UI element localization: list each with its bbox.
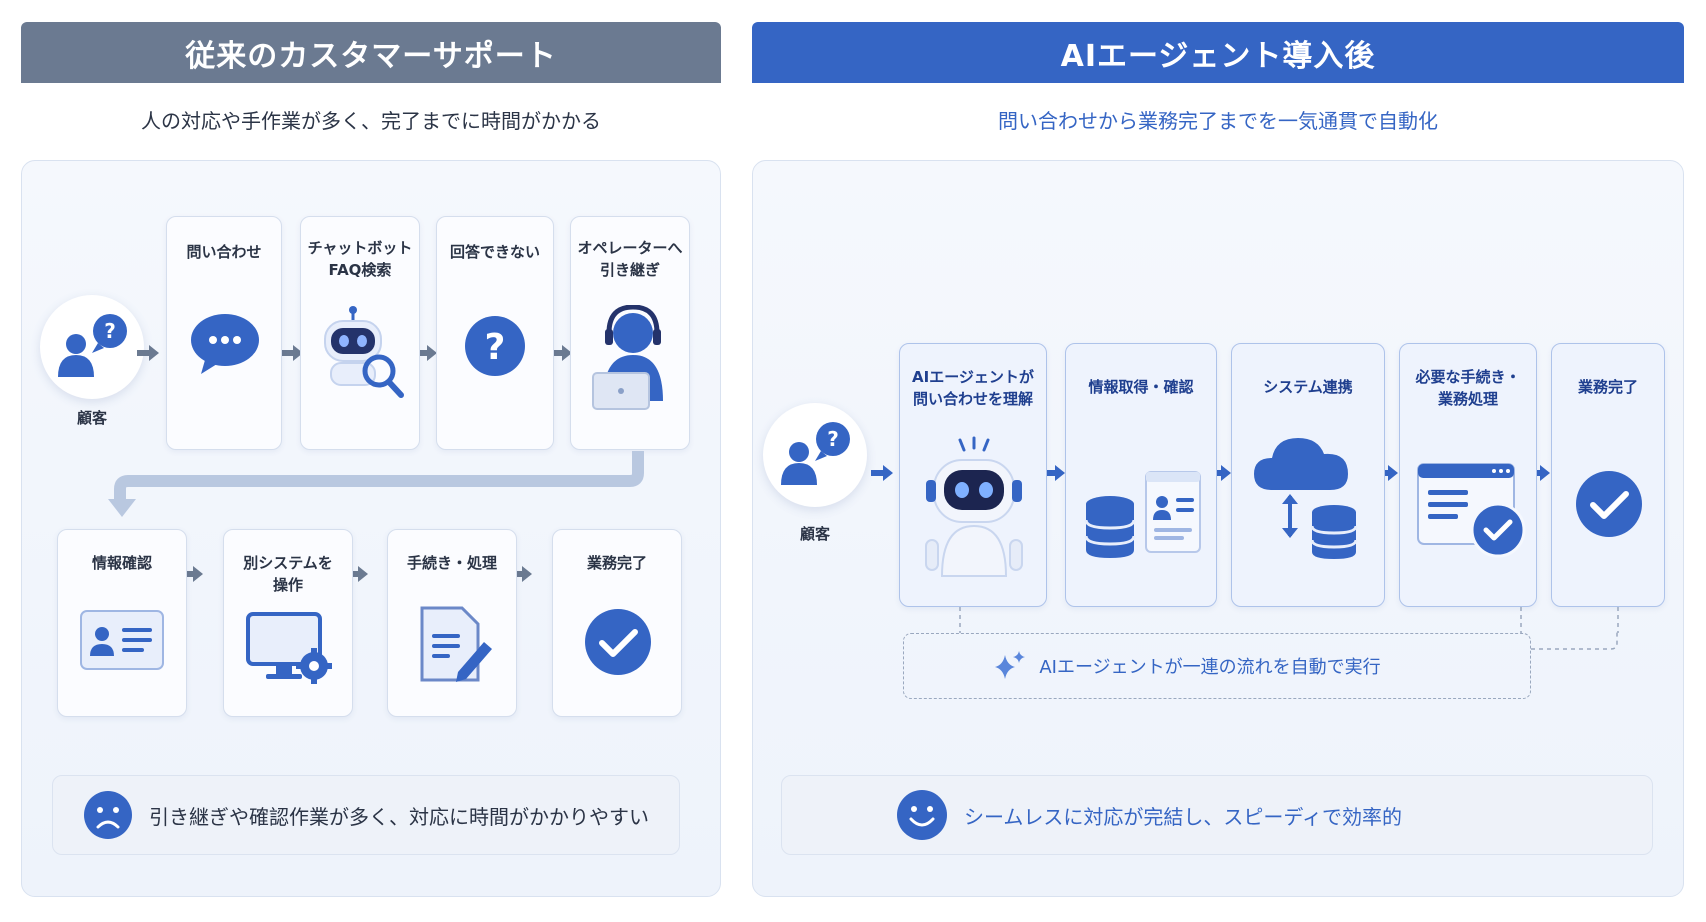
dashed-connector-line [1531,631,1618,650]
ai-flow-text: AIエージェントが一連の流れを自動で実行 [1039,657,1381,678]
right-note-text: シームレスに対応が完結し、スピーディで効率的 [964,804,1402,829]
step-procedure-card: 手続き・処理 [387,529,517,717]
cloud-database-icon [1254,438,1358,559]
arrow-right-icon [1376,465,1398,481]
chatbot-search-icon [324,306,404,398]
sparkle-icon [995,651,1026,679]
monitor-gear-icon [246,612,332,684]
step-procedure-processing-card: 必要な手続き・ 業務処理 [1399,343,1537,607]
svg-text:?: ? [104,319,116,343]
right-customer-label: 顧客 [799,525,830,543]
customer-question-icon: ? [58,314,127,377]
customer-avatar: ? [40,295,144,399]
arrow-right-icon [1528,465,1550,481]
left-subtitle: 人の対応や手作業が多く、完了までに時間がかかる [141,109,601,133]
check-circle-icon [1576,471,1642,537]
step-label: AIエージェントが 問い合わせを理解 [912,368,1034,408]
right-note: シームレスに対応が完結し、スピーディで効率的 [781,775,1653,855]
step-label: オペレーターへ 引き継ぎ [577,239,683,279]
right-header: AIエージェント導入後 [752,22,1684,83]
step-complete-card: 業務完了 [552,529,682,717]
step-system-link-card: システム連携 [1231,343,1385,607]
step-info-check-card: 情報確認 [57,529,187,717]
step-business-complete-card: 業務完了 [1551,343,1665,607]
document-edit-icon [420,606,492,682]
left-title: 従来のカスタマーサポート [185,38,557,74]
arrow-right-icon [1043,465,1065,481]
step-label: 業務完了 [1577,378,1638,396]
step-label: 回答できない [449,243,540,261]
step-label: 情報確認 [91,554,152,572]
arrow-right-icon [871,465,893,481]
arrow-right-icon [346,566,368,582]
step-label: 問い合わせ [186,243,262,261]
left-note: 引き継ぎや確認作業が多く、対応に時間がかかりやすい [52,775,680,855]
step-label: 別システムを 操作 [243,554,333,594]
arrow-right-icon [510,566,532,582]
right-subtitle: 問い合わせから業務完了までを一気通貫で自動化 [998,109,1438,133]
svg-text:?: ? [827,427,839,451]
arrow-right-icon [1209,465,1231,481]
smile-face-icon [897,790,947,840]
database-profile-icon [1084,471,1201,558]
right-title: AIエージェント導入後 [1060,38,1376,74]
left-customer-label: 顧客 [76,409,107,427]
window-check-icon [1417,463,1526,558]
left-note-text: 引き継ぎや確認作業が多く、対応に時間がかかりやすい [149,804,649,829]
customer-question-icon: ? [781,422,850,485]
step-other-system-card: 別システムを 操作 [223,529,353,717]
left-header: 従来のカスタマーサポート [21,22,721,83]
step-label: 必要な手続き・ 業務処理 [1415,368,1521,408]
step-operator-card: オペレーターへ 引き継ぎ [570,216,690,450]
sad-face-icon [84,791,132,839]
step-cannot-answer-card: 回答できない ? [436,216,554,450]
question-icon: ? [465,316,525,376]
step-inquiry-card: 問い合わせ [166,216,282,450]
step-info-retrieve-card: 情報取得・確認 [1065,343,1217,607]
step-chatbot-faq-card: チャットボット FAQ検索 [300,216,420,450]
operator-icon [592,305,663,410]
step-label: 手続き・処理 [406,554,497,572]
check-circle-icon [585,609,651,675]
svg-text:?: ? [485,327,506,368]
id-card-icon [80,610,164,670]
arrow-right-icon [550,345,572,361]
right-panel: ? 顧客 AIエージェントが 問い合わせを理解 情報取得・確認 [752,160,1684,897]
step-label: チャットボット FAQ検索 [307,239,413,279]
ai-robot-icon [925,436,1023,577]
ai-flow-box: AIエージェントが一連の流れを自動で実行 [903,633,1531,699]
arrow-right-icon [137,345,159,361]
customer-avatar: ? [763,403,867,507]
flow-connector-arrow-icon [108,451,644,517]
step-label: システム連携 [1263,378,1353,396]
step-ai-understand-card: AIエージェントが 問い合わせを理解 [899,343,1047,607]
step-label: 業務完了 [586,554,647,572]
chat-bubble-icon [191,314,259,374]
step-label: 情報取得・確認 [1088,378,1194,396]
arrow-right-icon [181,566,203,582]
arrow-right-icon [415,345,437,361]
arrow-right-icon [281,345,303,361]
left-panel: ? 顧客 問い合わせ チャットボット FAQ検索 回答できない ? [21,160,721,897]
